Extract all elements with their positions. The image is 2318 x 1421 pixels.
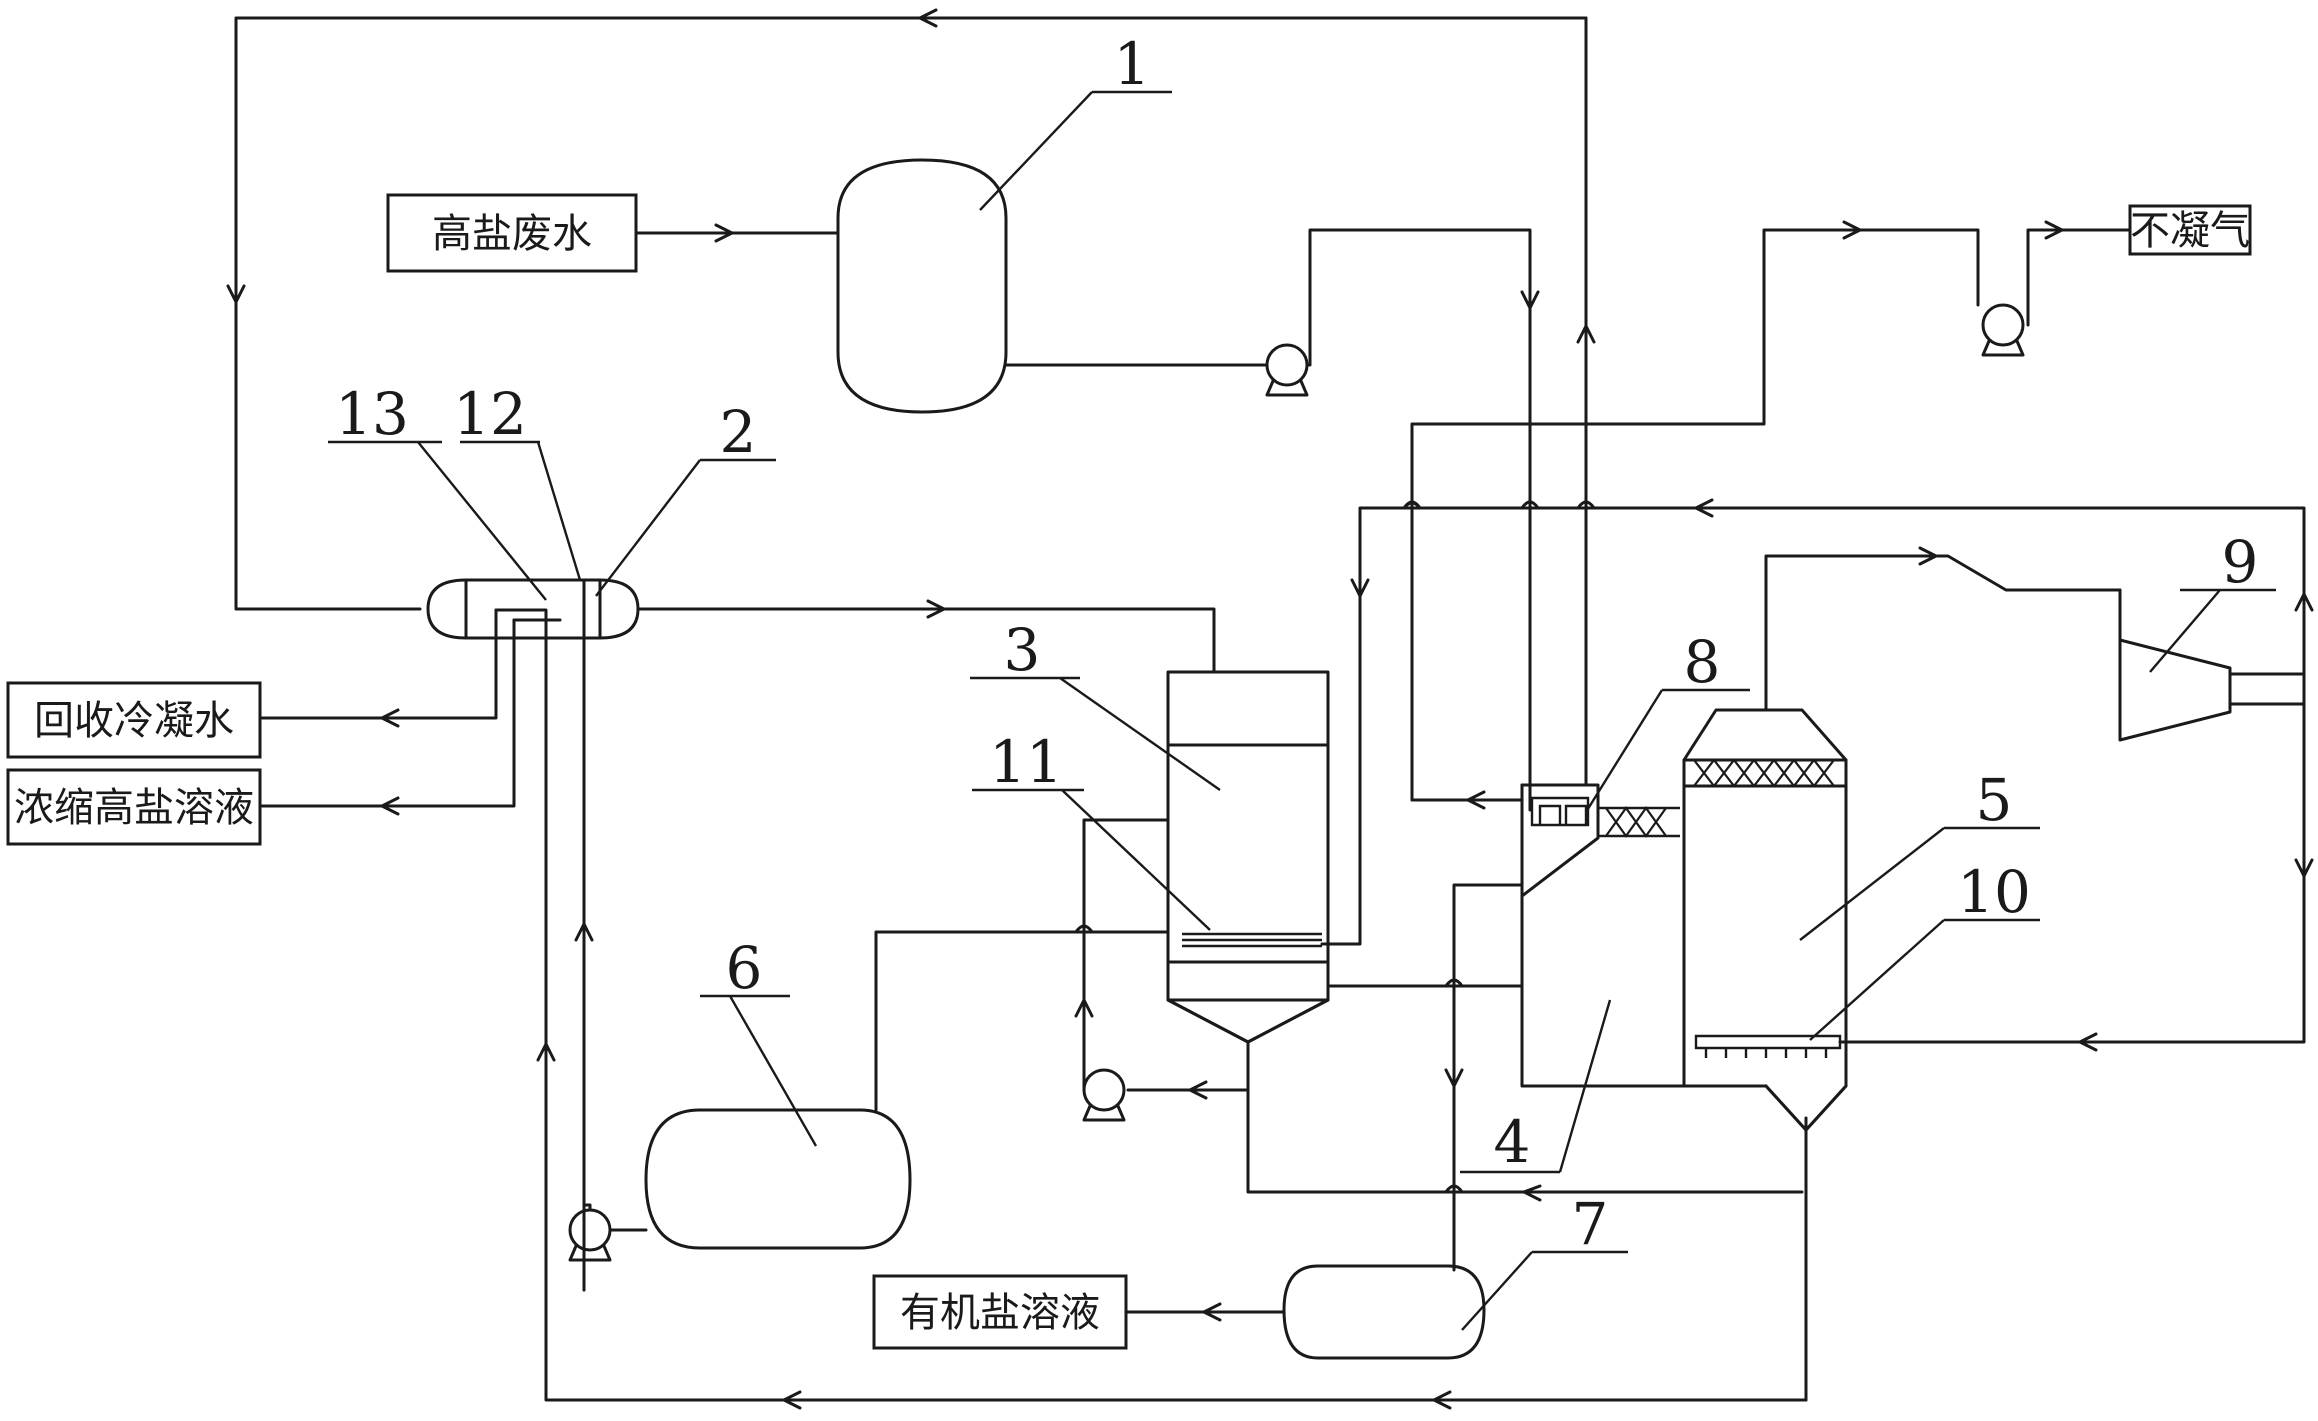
label-recovered-condensate: 回收冷凝水 xyxy=(34,698,234,744)
number-6: 6 xyxy=(726,934,763,1002)
number-4: 4 xyxy=(1494,1108,1531,1176)
feed-pump xyxy=(1265,343,1309,397)
tank-7 xyxy=(872,1264,1486,1360)
label-organic-salt-solution: 有机盐溶液 xyxy=(900,1290,1100,1336)
number-10: 10 xyxy=(1957,858,2031,926)
leader-lines xyxy=(328,90,2276,1331)
number-8: 8 xyxy=(1684,628,1721,696)
vent-line xyxy=(1410,204,2252,802)
number-12: 12 xyxy=(453,380,527,448)
circulation-pump xyxy=(1082,1068,1126,1122)
feed-line xyxy=(386,193,1268,367)
arrow-return-3 xyxy=(1522,1184,1542,1202)
feed-tank-1 xyxy=(836,158,1008,414)
number-5: 5 xyxy=(1976,766,2013,834)
arrow-bottom-right xyxy=(1432,1390,1452,1410)
number-9: 9 xyxy=(2222,528,2259,596)
number-11: 11 xyxy=(989,728,1063,796)
label-concentrated-brine: 浓缩高盐溶液 xyxy=(14,785,254,831)
heat-exchanger-2 xyxy=(260,578,1808,1402)
tank-6 xyxy=(608,930,1170,1250)
condensate-output xyxy=(6,681,400,759)
tank-6-pump xyxy=(568,1208,612,1262)
number-1: 1 xyxy=(1114,30,1151,98)
feed-pump-discharge xyxy=(1305,228,1540,812)
top-return-line xyxy=(226,8,1596,787)
label-high-salt-wastewater: 高盐废水 xyxy=(432,211,592,257)
number-7: 7 xyxy=(1572,1190,1609,1258)
compressor-9 xyxy=(2118,588,2314,892)
evaporator-5 xyxy=(1682,546,2306,1402)
vacuum-pump xyxy=(1981,303,2025,357)
crystallizer-3 xyxy=(1074,498,2314,1194)
crossing-hops xyxy=(1074,500,1596,1194)
number-13: 13 xyxy=(335,380,409,448)
label-non-condensable-gas: 不凝气 xyxy=(2130,208,2250,254)
arrow-up-13 xyxy=(536,1042,556,1062)
number-2: 2 xyxy=(720,398,757,466)
arrow-up-12 xyxy=(574,922,594,942)
pump-6-link xyxy=(582,1203,592,1292)
number-3: 3 xyxy=(1004,616,1041,684)
brine-output xyxy=(6,768,400,846)
arrow-bottom-left xyxy=(782,1390,802,1410)
